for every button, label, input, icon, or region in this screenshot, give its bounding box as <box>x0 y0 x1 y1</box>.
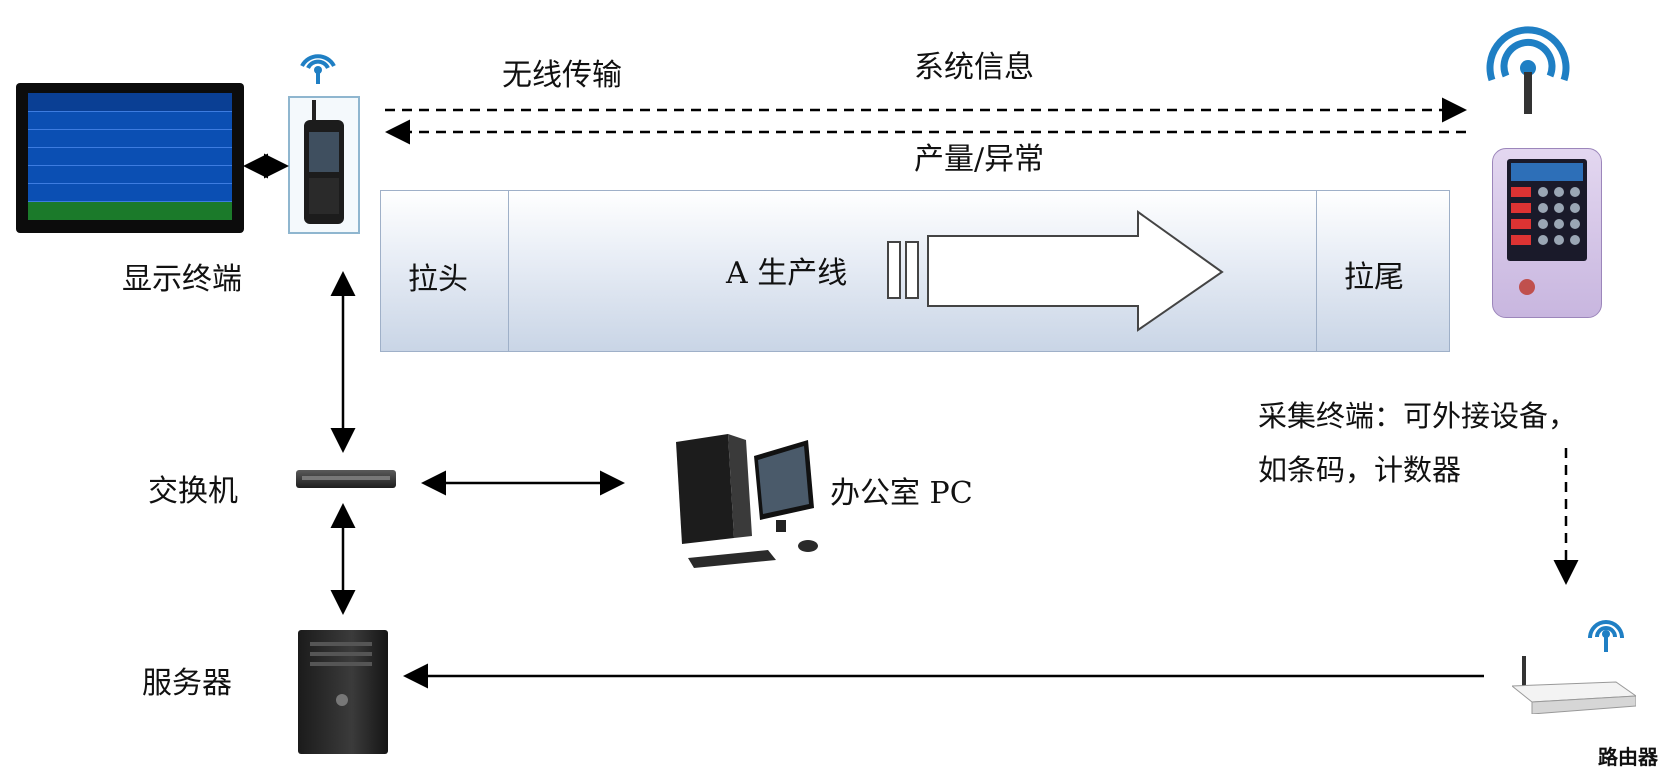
collection-terminal <box>1492 148 1602 318</box>
production-line-label: A 生产线 <box>726 256 848 291</box>
line-head-label: 拉头 <box>408 262 468 297</box>
wireless-handheld-device <box>288 96 360 234</box>
production-flow-arrow <box>887 210 1224 332</box>
head-divider <box>508 191 509 351</box>
wifi-icon <box>1486 26 1570 114</box>
wifi-icon <box>300 54 336 84</box>
wireless-transmission-label: 无线传输 <box>502 58 622 93</box>
collector-description-line2: 如条码，计数器 <box>1258 453 1462 487</box>
router-label: 路由器 <box>1598 745 1658 769</box>
collector-description-line1: 采集终端：可外接设备， <box>1258 399 1578 433</box>
display-terminal-label: 显示终端 <box>122 262 242 297</box>
server-icon <box>310 642 372 706</box>
handheld-device-icon <box>304 100 344 224</box>
output-abnormal-label: 产量/异常 <box>914 142 1045 177</box>
router-icon <box>1512 656 1636 714</box>
display-terminal-monitor <box>16 83 244 233</box>
monitor-screen <box>28 93 232 220</box>
collector-button-icon <box>1519 279 1535 295</box>
office-pc-label: 办公室 PC <box>830 476 973 511</box>
switch-label: 交换机 <box>148 474 238 509</box>
line-tail-label: 拉尾 <box>1344 260 1404 295</box>
wifi-icon <box>1588 620 1624 652</box>
collector-screen <box>1507 159 1587 261</box>
network-switch <box>296 470 396 488</box>
tail-divider <box>1316 191 1317 351</box>
server-tower <box>298 630 388 754</box>
system-info-label: 系统信息 <box>914 50 1034 85</box>
server-label: 服务器 <box>142 666 232 701</box>
office-pc-icon <box>676 434 818 568</box>
collector-keypad-icon <box>1511 163 1583 245</box>
